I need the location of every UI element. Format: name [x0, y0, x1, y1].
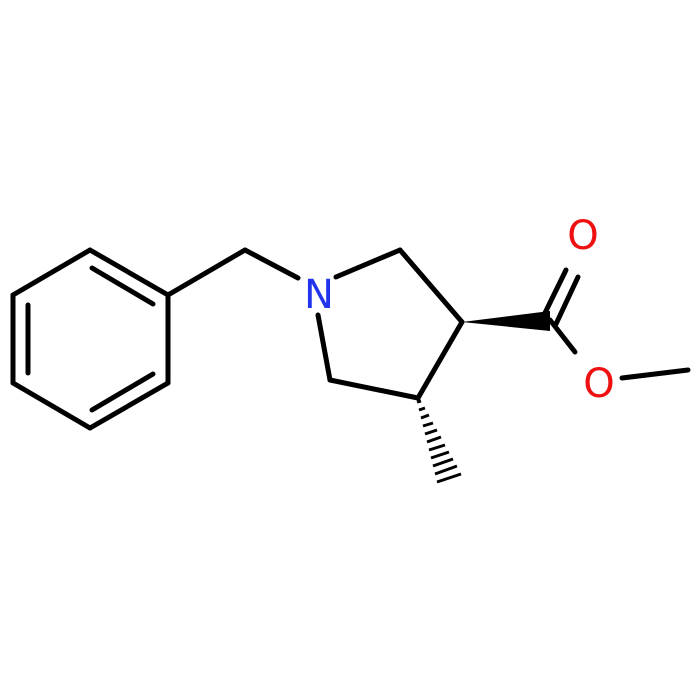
- hashed-wedge-bond: [416, 399, 462, 484]
- c-o-ester-bond: [547, 317, 578, 355]
- ring-bond: [87, 247, 171, 298]
- benzene-ring: [10, 247, 171, 431]
- c5-n-bond: [315, 312, 333, 383]
- benzyl-bond: [165, 247, 248, 298]
- carbonyl-double-bond: [553, 274, 581, 327]
- o-methyl-bond: [619, 367, 691, 381]
- n-c2-bond: [333, 247, 403, 280]
- carbonyl-double-bond: [540, 267, 569, 320]
- c4-c5-bond: [327, 377, 421, 401]
- c3-c4-bond: [415, 319, 465, 401]
- ring-bond: [87, 380, 171, 431]
- ring-double-bond: [89, 265, 156, 307]
- ch2-n-bond: [242, 247, 301, 281]
- ester-oxygen-label: O: [583, 361, 614, 407]
- bonds: [165, 247, 691, 401]
- carbonyl-oxygen-label: O: [567, 213, 598, 259]
- ring-bond: [10, 247, 93, 298]
- ring-bond: [10, 380, 93, 431]
- ring-double-bond: [89, 371, 156, 413]
- nitrogen-label: N: [304, 272, 334, 318]
- wedge-bond: [462, 311, 550, 331]
- c2-c3-bond: [397, 247, 465, 325]
